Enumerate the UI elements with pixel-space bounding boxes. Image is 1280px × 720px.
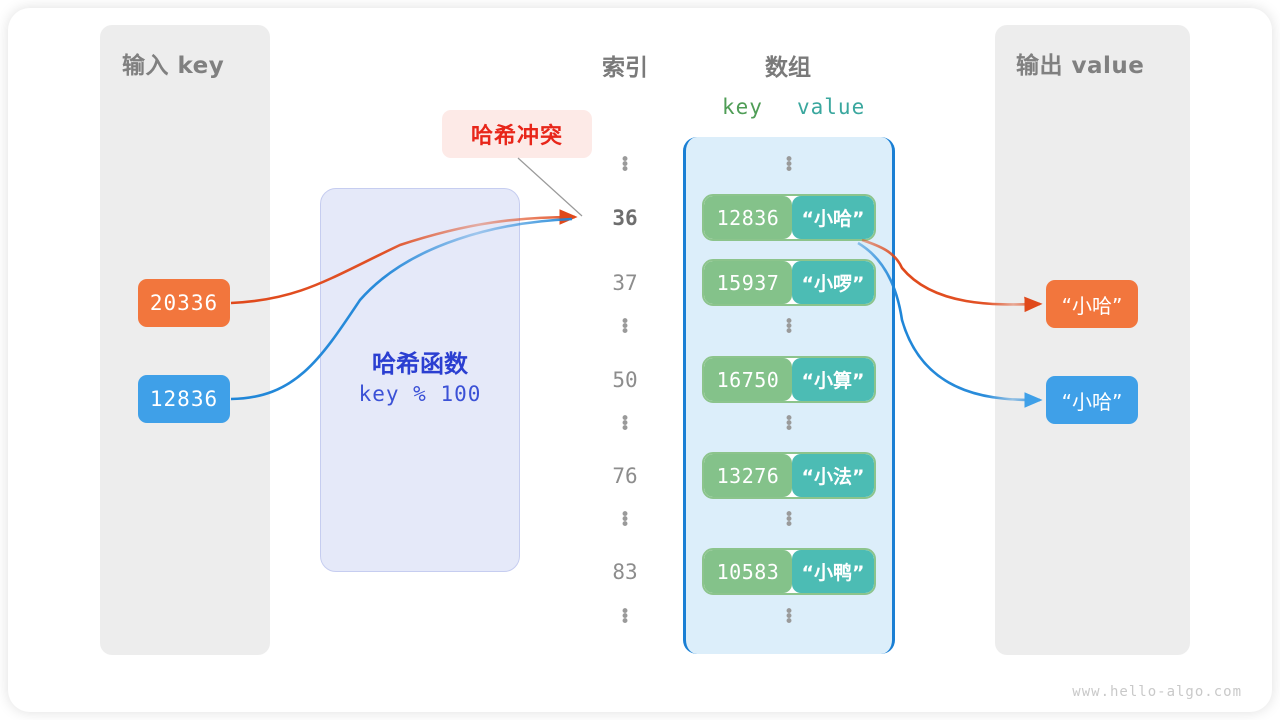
output-value-chip-1: “小哈” [1046,376,1138,424]
output-panel-title: 输出 value [1016,53,1145,79]
index-label-83: 83 [612,560,638,584]
hash-function-title: 哈希函数 [372,350,468,378]
index-dots-3: ••• [619,505,631,535]
output-panel [995,25,1190,655]
array-pair-50-value: “小算” [791,358,874,401]
input-panel-title: 输入 key [122,53,225,79]
array-pair-50-key: 16750 [704,358,792,401]
index-label-37: 37 [612,271,638,295]
array-dots-1: ••• [783,312,795,342]
index-dots-2: ••• [619,409,631,439]
array-key-header: key [722,95,763,119]
array-pair-36-value: “小哈” [791,196,874,239]
array-pair-76-value: “小法” [791,454,874,497]
array-pair-76-key: 13276 [704,454,792,497]
array-dots-3: ••• [783,505,795,535]
collision-label: 哈希冲突 [442,110,592,158]
array-pair-83: 10583 “小鸭” [702,548,876,595]
hash-function-box [320,188,520,572]
array-value-header: value [797,95,866,119]
watermark: www.hello-algo.com [1072,684,1242,700]
array-pair-83-value: “小鸭” [791,550,874,593]
array-pair-37-value: “小啰” [791,261,874,304]
array-dots-2: ••• [783,409,795,439]
index-dots-1: ••• [619,312,631,342]
array-pair-36-key: 12836 [704,196,792,239]
array-pair-36: 12836 “小哈” [702,194,876,241]
array-dots-0: ••• [783,150,795,180]
input-key-chip-0: 20336 [138,279,230,327]
array-pair-50: 16750 “小算” [702,356,876,403]
index-dots-0: ••• [619,150,631,180]
output-value-chip-0: “小哈” [1046,280,1138,328]
index-label-76: 76 [612,464,638,488]
array-header: 数组 [765,55,811,81]
index-label-36: 36 [612,206,638,230]
array-dots-4: ••• [783,602,795,632]
index-column-header: 索引 [602,55,648,81]
array-pair-76: 13276 “小法” [702,452,876,499]
input-panel [100,25,270,655]
array-pair-37: 15937 “小啰” [702,259,876,306]
hash-function-expression: key % 100 [358,382,482,406]
index-label-50: 50 [612,368,638,392]
index-dots-4: ••• [619,602,631,632]
array-pair-37-key: 15937 [704,261,792,304]
array-pair-83-key: 10583 [704,550,792,593]
input-key-chip-1: 12836 [138,375,230,423]
